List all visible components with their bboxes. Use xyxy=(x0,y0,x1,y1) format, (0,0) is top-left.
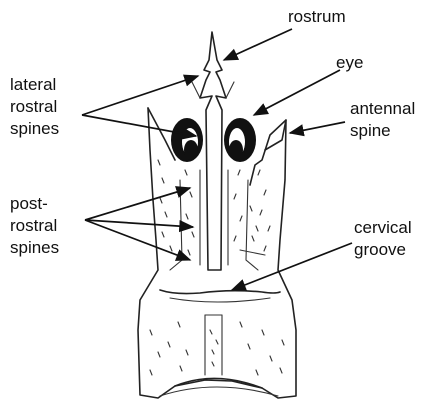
arrow-cervical-groove xyxy=(232,243,352,290)
label-post-rostral-spines: post- rostral spines xyxy=(10,194,62,257)
arrow-antennal-spine xyxy=(290,122,345,133)
label-rostrum: rostrum xyxy=(288,7,346,26)
label-antennal-spine: antennal spine xyxy=(350,99,420,140)
label-cervical-groove: cervical groove xyxy=(354,218,416,259)
annotation-arrows xyxy=(82,29,352,290)
spinule-texture xyxy=(150,160,284,375)
right-eye xyxy=(224,118,256,162)
label-eye: eye xyxy=(336,53,363,72)
left-eye xyxy=(171,118,203,162)
rostrum-shape xyxy=(200,32,226,270)
label-lateral-rostral-spines: lateral rostral spines xyxy=(10,75,62,138)
arrow-lateral-rostral-spine-1 xyxy=(82,76,198,115)
carapace-outline xyxy=(138,108,296,398)
arrow-rostrum xyxy=(224,29,292,60)
carapace-illustration xyxy=(138,32,296,398)
arrow-eye xyxy=(254,70,340,115)
antennal-spine-shape xyxy=(265,120,286,150)
arrow-post-rostral-spine-1 xyxy=(85,188,190,220)
cervical-groove-line xyxy=(160,290,280,294)
